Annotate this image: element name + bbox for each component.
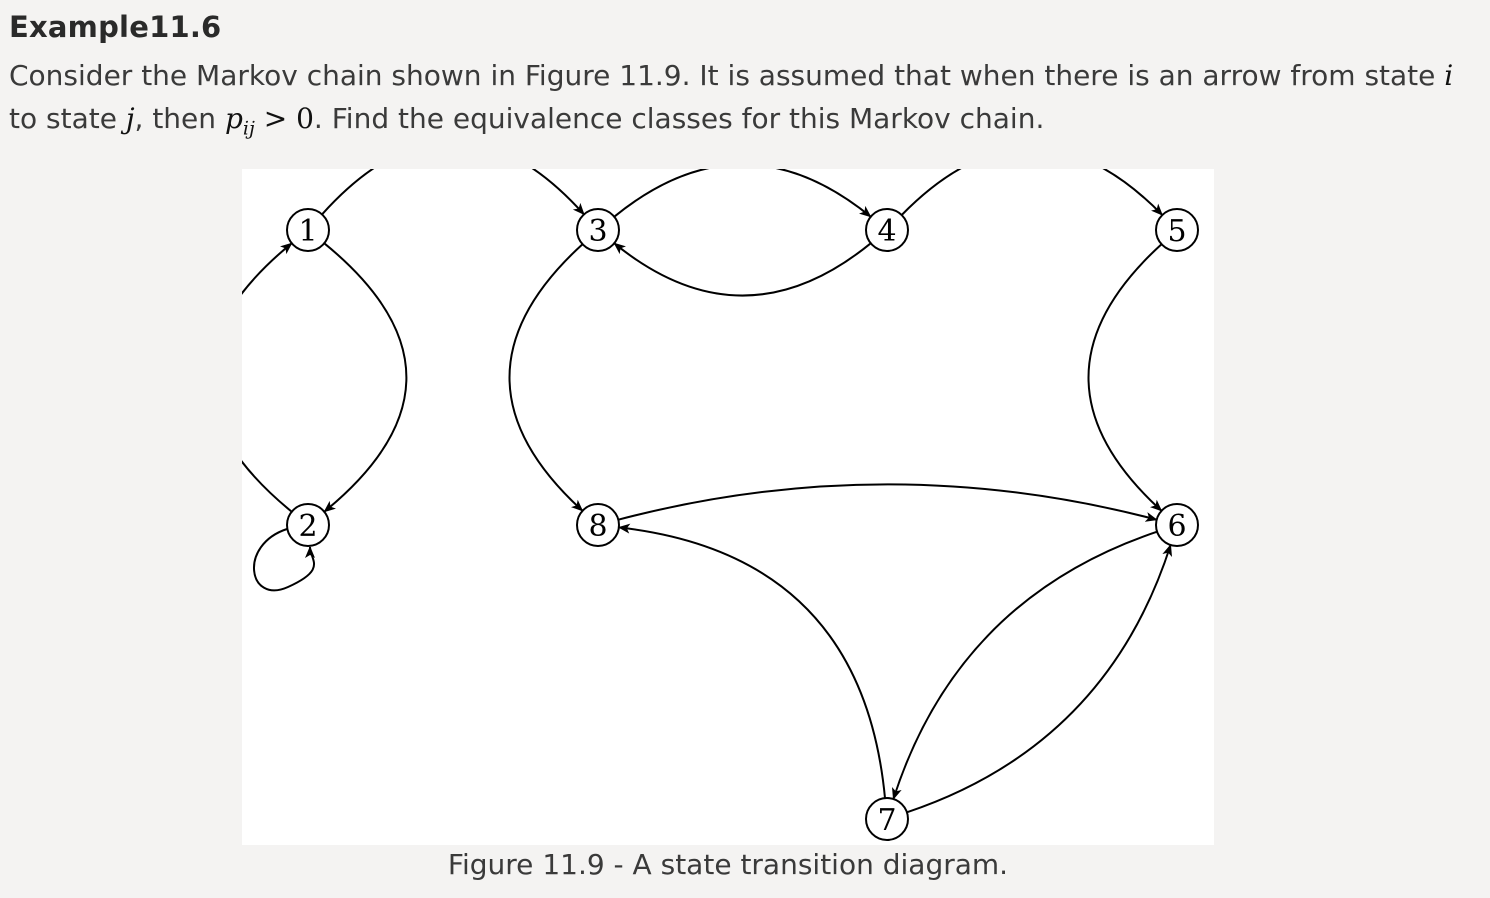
transition-4-to-3 [613, 242, 872, 297]
diagram-canvas: 1 2 3 4 5 6 7 8 [242, 169, 1199, 841]
math-p-subscript: ij [242, 117, 255, 140]
state-label: 7 [877, 803, 896, 838]
state-node-6: 6 [1155, 503, 1199, 547]
state-label: 2 [298, 509, 317, 544]
transition-4-to-5 [900, 169, 1164, 216]
transition-edges [242, 169, 1173, 814]
state-node-1: 1 [286, 208, 330, 252]
state-node-2: 2 [286, 503, 330, 547]
state-circle [865, 797, 909, 841]
state-node-3: 3 [576, 208, 620, 252]
state-node-7: 7 [865, 797, 909, 841]
transition-7-to-8 [617, 523, 886, 799]
transition-5-to-6 [1087, 243, 1163, 512]
state-circle [865, 208, 909, 252]
transition-6-to-7 [891, 530, 1158, 800]
state-node-5: 5 [1155, 208, 1199, 252]
problem-text-1: Consider the Markov chain shown in Figur… [9, 59, 1445, 92]
transition-2-to-1 [242, 242, 293, 513]
transition-2-to-2 [253, 528, 316, 592]
state-label: 1 [298, 214, 317, 249]
problem-statement: Consider the Markov chain shown in Figur… [9, 54, 1479, 151]
math-inequality: > 0 [254, 102, 314, 135]
state-label: 4 [877, 214, 896, 249]
state-label: 3 [588, 214, 607, 249]
state-circle [286, 208, 330, 252]
problem-text-2: to state [9, 102, 126, 135]
figure-caption: Figure 11.9 - A state transition diagram… [447, 848, 1009, 881]
problem-text-4: . Find the equivalence classes for this … [313, 102, 1045, 135]
state-transition-diagram: 1 2 3 4 5 6 7 8 [242, 169, 1214, 845]
example-heading: Example11.6 [9, 10, 222, 44]
state-label: 6 [1167, 509, 1186, 544]
state-nodes: 1 2 3 4 5 6 7 8 [286, 208, 1199, 841]
transition-7-to-6 [906, 544, 1173, 814]
state-circle [1155, 503, 1199, 547]
math-var-i: i [1444, 59, 1454, 92]
transition-3-to-4 [613, 169, 872, 218]
transition-1-to-2 [323, 242, 408, 513]
transition-3-to-8 [508, 243, 584, 512]
state-circle [576, 503, 620, 547]
transition-1-to-3 [321, 169, 585, 216]
state-node-8: 8 [576, 503, 620, 547]
state-label: 5 [1167, 214, 1186, 249]
math-p-symbol: p [224, 102, 243, 135]
state-node-4: 4 [865, 208, 909, 252]
state-circle [286, 503, 330, 547]
transition-8-to-6 [618, 483, 1158, 522]
state-circle [576, 208, 620, 252]
state-circle [1155, 208, 1199, 252]
problem-text-3: , then [134, 102, 225, 135]
state-label: 8 [588, 509, 607, 544]
math-var-j: j [125, 102, 135, 135]
